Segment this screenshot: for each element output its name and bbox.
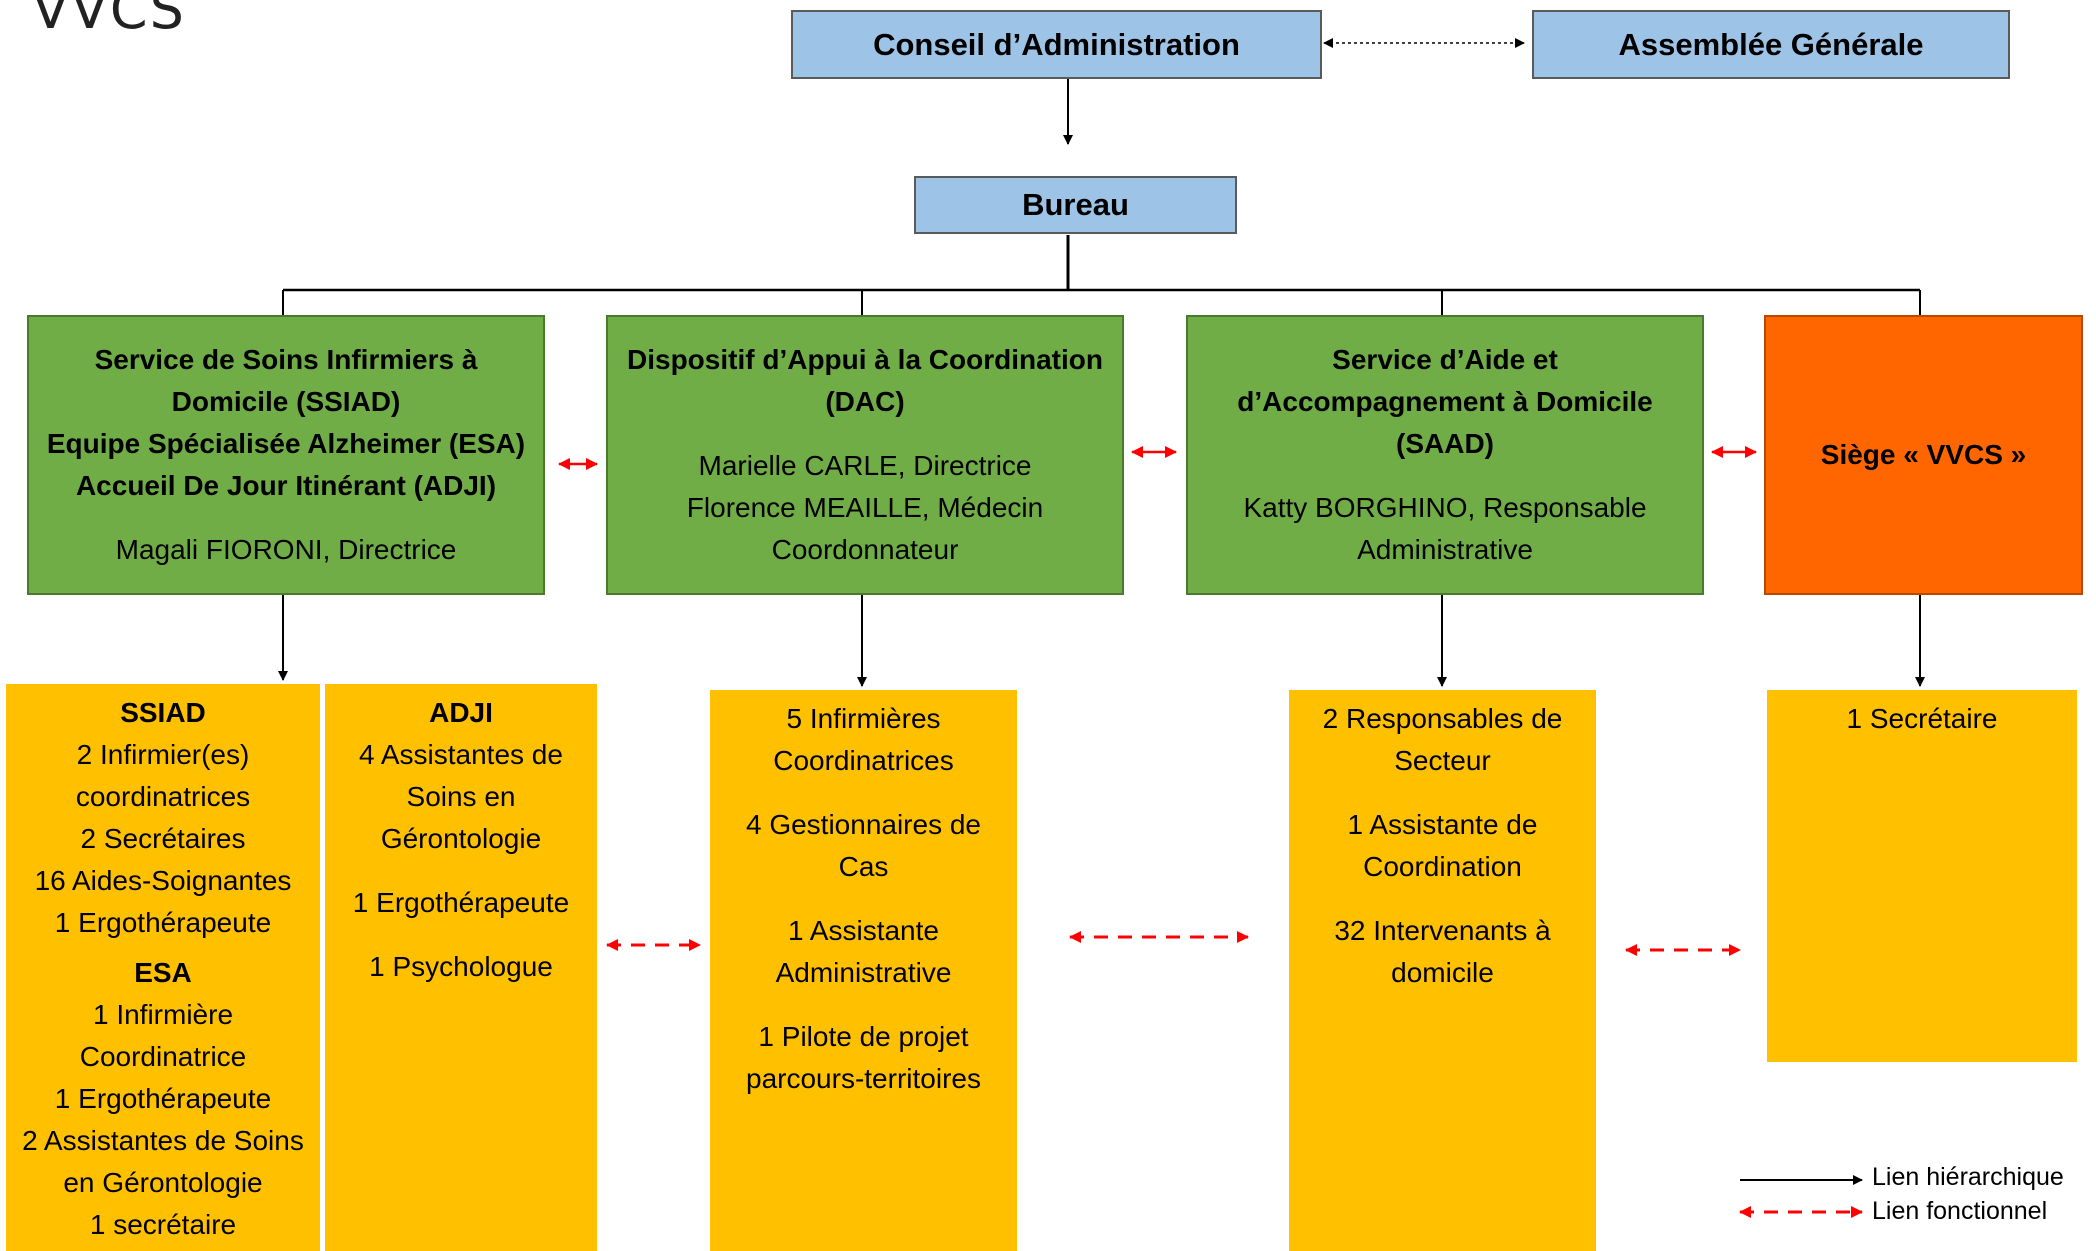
staff-line: Coordinatrices — [773, 745, 954, 776]
bureau-label: Bureau — [1022, 187, 1129, 222]
ssiad-director: Magali FIORONI, Directrice — [115, 534, 457, 565]
staff-line: Coordinatrice — [79, 1041, 247, 1072]
staff-line: Gérontologie — [380, 823, 542, 854]
staff-line: Administrative — [775, 957, 952, 988]
staff-line: 5 Infirmières — [786, 703, 941, 734]
staff-line: 1 Secrétaire — [1846, 703, 1998, 734]
siege-vvcs-box: Siège « VVCS » — [1764, 315, 2083, 595]
ssiad-staff-header: SSIAD — [120, 697, 206, 728]
dac-staff-box: 5 Infirmières Coordinatrices 4 Gestionna… — [710, 690, 1017, 1251]
adji-staff-box: ADJI 4 Assistantes de Soins en Gérontolo… — [325, 684, 597, 1251]
legend-fonctionnel-label: Lien fonctionnel — [1872, 1197, 2048, 1225]
saad-title-line: Service d’Aide et — [1332, 344, 1558, 375]
staff-line: parcours-territoires — [746, 1063, 981, 1094]
staff-line: 16 Aides-Soignantes — [34, 865, 292, 896]
saad-service-box: Service d’Aide et d’Accompagnement à Dom… — [1186, 315, 1704, 595]
staff-line: Coordination — [1363, 851, 1522, 882]
staff-line: Soins en — [406, 781, 516, 812]
saad-title-line: d’Accompagnement à Domicile — [1237, 386, 1653, 417]
dac-title-line: Dispositif d’Appui à la Coordination — [627, 344, 1103, 375]
staff-line: 1 secrétaire — [89, 1209, 237, 1240]
vvcs-logo: VVCS — [32, 0, 186, 41]
dac-title-line: (DAC) — [825, 386, 905, 417]
saad-person-line: Administrative — [1357, 534, 1533, 565]
conseil-label: Conseil d’Administration — [873, 26, 1240, 62]
staff-line: 1 Pilote de projet — [758, 1021, 969, 1052]
staff-line: en Gérontologie — [63, 1167, 263, 1198]
ssiad-title-line: Domicile (SSIAD) — [171, 386, 401, 417]
staff-line: coordinatrices — [75, 781, 251, 812]
ssiad-title-line: Service de Soins Infirmiers à — [94, 344, 478, 375]
staff-line: 1 Psychologue — [369, 951, 553, 982]
staff-line: 1 Infirmière — [92, 999, 234, 1030]
siege-title: Siège « VVCS » — [1820, 439, 2027, 470]
dac-person-line: Marielle CARLE, Directrice — [698, 450, 1032, 481]
ssiad-title-line: Accueil De Jour Itinérant (ADJI) — [75, 470, 497, 501]
staff-line: 2 Infirmier(es) — [76, 739, 250, 770]
saad-person-line: Katty BORGHINO, Responsable — [1243, 492, 1647, 523]
staff-line: 2 Secrétaires — [80, 823, 246, 854]
staff-line: 32 Intervenants à — [1334, 915, 1551, 946]
bureau-box: Bureau — [914, 176, 1237, 234]
esa-staff-header: ESA — [134, 957, 192, 988]
conseil-administration-box: Conseil d’Administration — [791, 10, 1322, 79]
assemblee-generale-box: Assemblée Générale — [1532, 10, 2010, 79]
legend-hierarchique-label: Lien hiérarchique — [1872, 1163, 2064, 1191]
staff-line: 1 Ergothérapeute — [54, 907, 272, 938]
ssiad-esa-staff-box: SSIAD 2 Infirmier(es) coordinatrices 2 S… — [6, 684, 320, 1251]
staff-line: 1 Assistante de — [1347, 809, 1538, 840]
staff-line: 1 Ergothérapeute — [54, 1083, 272, 1114]
staff-line: Cas — [838, 851, 889, 882]
staff-line: 1 Assistante — [788, 915, 939, 946]
ssiad-title-line: Equipe Spécialisée Alzheimer (ESA) — [46, 428, 526, 459]
staff-line: 2 Assistantes de Soins — [22, 1125, 304, 1156]
staff-line: domicile — [1391, 957, 1494, 988]
adji-staff-header: ADJI — [429, 697, 493, 728]
assemblee-label: Assemblée Générale — [1618, 26, 1924, 62]
ssiad-service-box: Service de Soins Infirmiers à Domicile (… — [27, 315, 545, 595]
dac-service-box: Dispositif d’Appui à la Coordination (DA… — [606, 315, 1124, 595]
saad-title-line: (SAAD) — [1396, 428, 1494, 459]
dac-person-line: Coordonnateur — [771, 534, 959, 565]
dac-person-line: Florence MEAILLE, Médecin — [686, 492, 1044, 523]
staff-line: 4 Assistantes de — [359, 739, 563, 770]
staff-line: 1 Ergothérapeute — [352, 887, 570, 918]
siege-staff-box: 1 Secrétaire — [1767, 690, 2077, 1062]
staff-line: Secteur — [1394, 745, 1491, 776]
staff-line: 4 Gestionnaires de — [745, 809, 982, 840]
staff-line: 2 Responsables de — [1322, 703, 1563, 734]
saad-staff-box: 2 Responsables de Secteur 1 Assistante d… — [1289, 690, 1596, 1251]
